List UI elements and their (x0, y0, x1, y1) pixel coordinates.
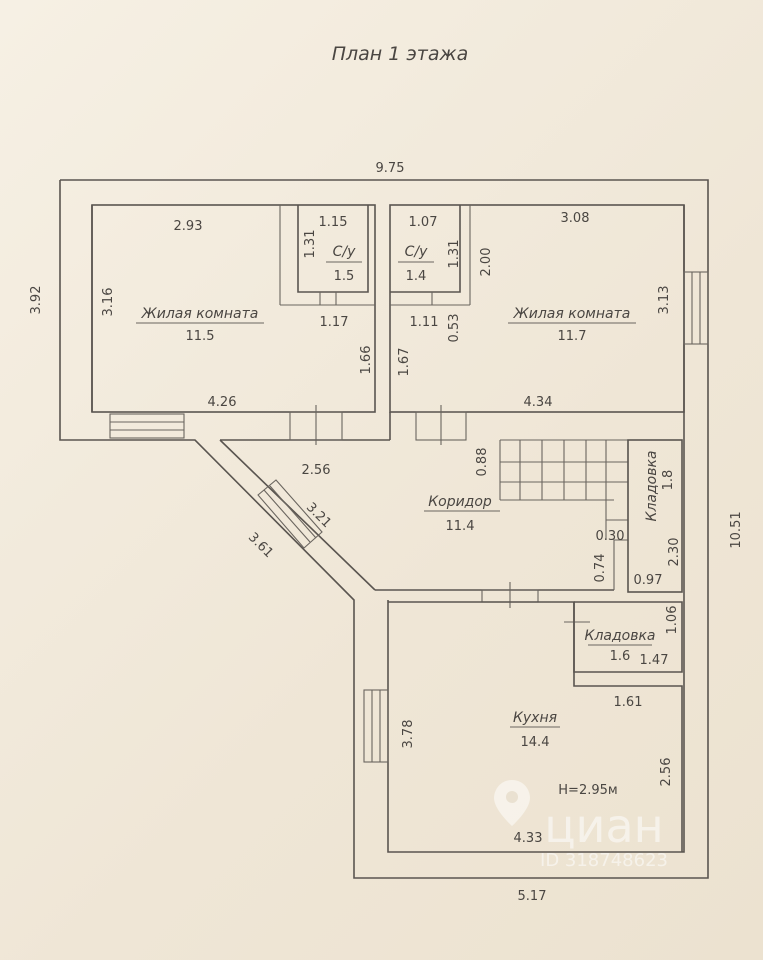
label-living-left: Жилая комната (141, 306, 259, 322)
watermark-brand: циан (544, 799, 663, 853)
dim-living-left-right: 1.66 (359, 346, 374, 375)
watermark-id: ID 318748623 (540, 850, 668, 871)
dim-wc-right-left: 1.67 (397, 348, 412, 377)
area-kitchen: 14.4 (521, 735, 550, 750)
wc-left (297, 205, 369, 293)
dim-storage-2-side: 1.06 (665, 606, 680, 635)
area-corridor: 11.4 (446, 519, 475, 534)
label-corridor: Коридор (428, 494, 492, 510)
wc-right (390, 205, 461, 293)
dim-diag-outer: 3.61 (245, 530, 276, 561)
storage-room-1 (627, 439, 683, 593)
dim-living-right-bottom: 4.34 (524, 395, 553, 410)
window-right (683, 271, 709, 345)
dim-corridor-door: 2.56 (302, 463, 331, 478)
label-kitchen: Кухня (513, 710, 557, 726)
window-diagonal (257, 479, 323, 549)
label-wc-right: С/у (405, 244, 428, 260)
dim-wc-right-bottom: 1.11 (410, 315, 439, 330)
dim-living-left-top: 2.93 (174, 219, 203, 234)
watermark: циан ID 318748623 (494, 780, 668, 871)
dim-living-left-bottom: 4.26 (208, 395, 237, 410)
dim-living-right-top: 3.08 (561, 211, 590, 226)
dim-height-right: 10.51 (729, 511, 744, 548)
dim-wc-left-top: 1.15 (319, 215, 348, 230)
staircase (499, 439, 629, 590)
dim-wc-right-top: 1.07 (409, 215, 438, 230)
dim-storage-1-side: 2.30 (667, 538, 682, 567)
dim-kitchen-right: 2.56 (659, 758, 674, 787)
dim-storage-1-bottom: 0.97 (634, 573, 663, 588)
dim-wc-right-side: 1.31 (447, 240, 462, 269)
dim-kitchen-top: 1.61 (614, 695, 643, 710)
dim-width-top: 9.75 (376, 161, 405, 176)
plan-title: План 1 этажа (332, 43, 469, 65)
label-wc-left: С/у (333, 244, 356, 260)
dim-corridor-d2: 0.74 (593, 554, 608, 583)
dim-corridor-stair: 0.88 (475, 448, 490, 477)
dim-height-left: 3.92 (29, 286, 44, 315)
living-room-left (91, 204, 376, 413)
label-storage-2: Кладовка (585, 628, 656, 644)
dim-living-right-left: 2.00 (479, 248, 494, 277)
dim-living-right-right: 3.13 (657, 286, 672, 315)
location-pin-icon (494, 780, 530, 826)
dim-wc-left-bottom: 1.17 (320, 315, 349, 330)
dim-wc-right-extra: 0.53 (447, 314, 462, 343)
dim-wc-left-side: 1.31 (303, 230, 318, 259)
area-living-right: 11.7 (558, 329, 587, 344)
area-storage-1: 1.8 (661, 470, 676, 491)
dim-storage-2-bottom: 1.47 (640, 653, 669, 668)
dim-width-bottom: 5.17 (518, 889, 547, 904)
kitchen-room (388, 601, 683, 852)
area-storage-2: 1.6 (610, 649, 631, 664)
dim-kitchen-bottom: 4.33 (514, 831, 543, 846)
area-wc-left: 1.5 (334, 269, 355, 284)
kitchen-ceiling-height: H=2.95м (558, 783, 617, 798)
dim-kitchen-left: 3.78 (401, 720, 416, 749)
dim-corridor-d1: 0.30 (596, 529, 625, 544)
window-left (109, 413, 185, 439)
dim-living-left-side: 3.16 (101, 288, 116, 317)
area-living-left: 11.5 (186, 329, 215, 344)
area-wc-right: 1.4 (406, 269, 427, 284)
label-storage-1: Кладовка (644, 451, 660, 522)
label-living-right: Жилая комната (513, 306, 631, 322)
window-kitchen (363, 689, 389, 763)
